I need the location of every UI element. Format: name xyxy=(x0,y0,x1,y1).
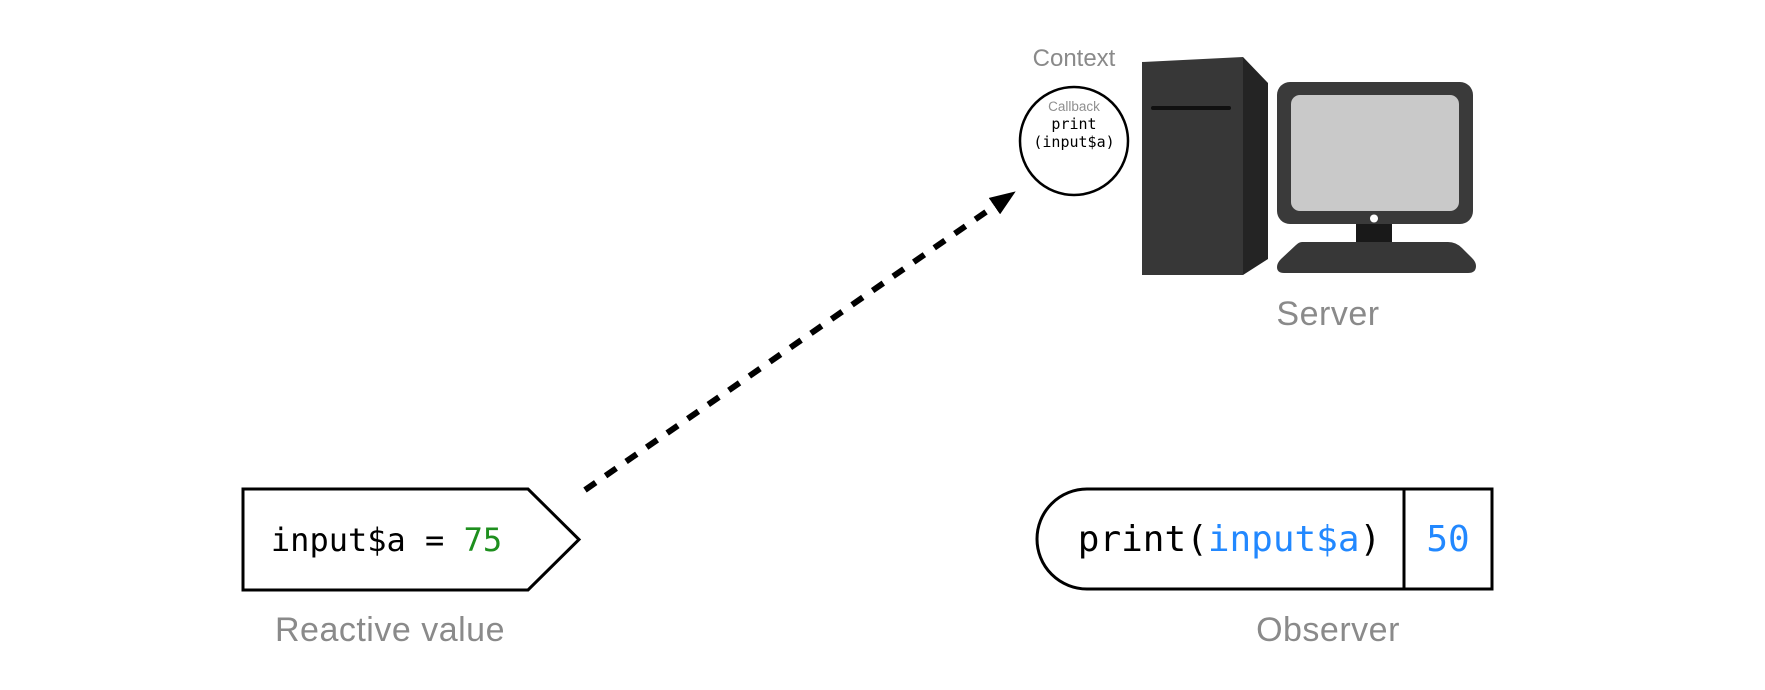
monitor-power-dot xyxy=(1370,214,1378,223)
monitor-neck xyxy=(1356,224,1392,243)
reactive-value-shape xyxy=(241,487,582,592)
context-circle xyxy=(1018,85,1130,197)
callback-title: Callback xyxy=(1048,99,1100,114)
server-tower-slot xyxy=(1151,106,1231,110)
monitor-base xyxy=(1277,242,1476,273)
observer-shape xyxy=(1035,487,1494,591)
observer-label: Observer xyxy=(1256,611,1400,649)
reactive-value-number: 75 xyxy=(463,520,503,559)
observer-value: 50 xyxy=(1426,518,1470,560)
reactive-value-expression: input$a = xyxy=(270,520,464,559)
callback-bubble-text: Callback print (input$a) xyxy=(1020,99,1128,151)
observer-code: print(input$a) xyxy=(1037,489,1404,589)
reactive-value-label: Reactive value xyxy=(274,611,505,649)
server-tower-side xyxy=(1243,57,1268,275)
observer-code-arg: input$a xyxy=(1207,518,1360,560)
callback-code-line2: (input$a) xyxy=(1033,133,1115,152)
server-icon xyxy=(1142,57,1476,275)
server-tower-front xyxy=(1142,57,1243,275)
observer-code-suffix: ) xyxy=(1359,518,1382,560)
context-label: Context xyxy=(1032,45,1116,72)
reactive-value-code: input$a = 75 xyxy=(245,489,528,590)
invalidation-dashed-arrow xyxy=(583,191,1016,493)
callback-code-line1: print xyxy=(1051,115,1097,134)
monitor-screen xyxy=(1291,95,1459,211)
server-label: Server xyxy=(1276,295,1380,333)
observer-code-prefix: print( xyxy=(1077,518,1208,560)
